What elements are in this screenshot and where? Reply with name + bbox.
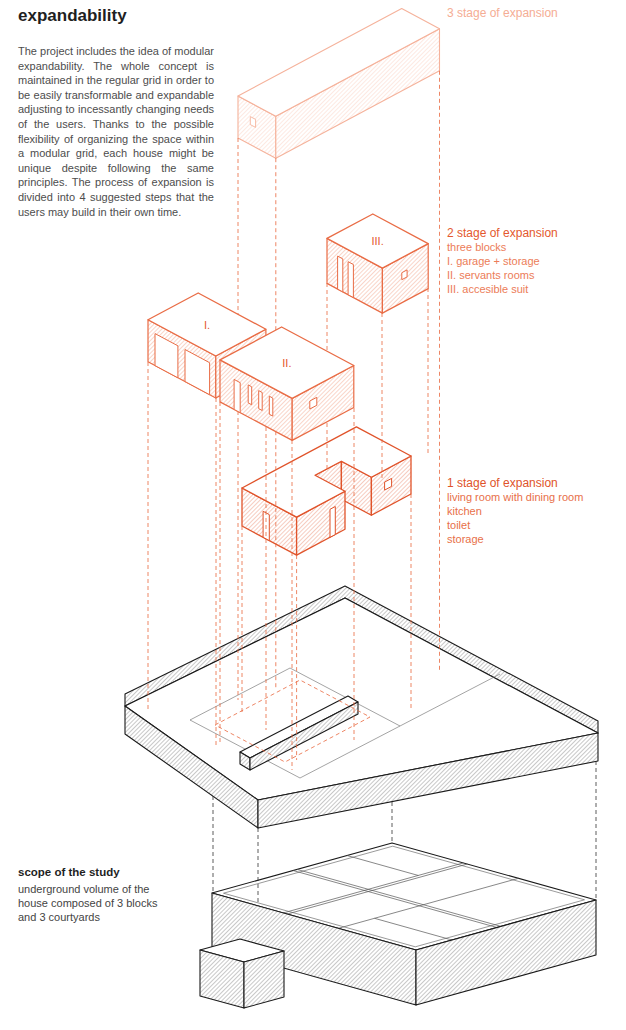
ground-slab-part: [125, 706, 258, 828]
stage-heading: 2 stage of expansion: [447, 226, 558, 240]
projection-lines-part: [296, 555, 297, 760]
block-face: [348, 261, 353, 297]
ground-slab-part: [400, 674, 500, 726]
stage-three-block: [238, 9, 440, 159]
stage-one-block: [242, 427, 411, 555]
block-number: II.: [282, 357, 291, 369]
stage-item: toilet: [447, 519, 470, 532]
ground-slab-part: [258, 733, 598, 828]
block-face: [259, 391, 263, 411]
block-outline: [324, 211, 431, 316]
stage-heading: 3 stage of expansion: [447, 6, 558, 20]
stage-three-block-part: [238, 9, 440, 117]
projection-lines: [213, 761, 596, 905]
stage-item: three blocks: [447, 241, 506, 254]
stage-one-block-part: [385, 478, 392, 490]
expansion-block: II.: [217, 324, 357, 443]
ground-slab-part: [190, 668, 400, 778]
projection-lines-part: [411, 494, 412, 710]
projection-lines: [148, 71, 440, 770]
stage-three-block-part: [250, 117, 255, 128]
underground-volume: [200, 843, 596, 1008]
projection-lines-part: [220, 402, 221, 745]
ground-slab: [125, 586, 598, 828]
underground-volume-part: [339, 878, 519, 928]
diagram-title: expandability: [18, 6, 127, 26]
block-number: I.: [204, 319, 210, 331]
projection-lines-part: [242, 526, 243, 715]
block-face: [185, 350, 210, 395]
underground-volume-part: [375, 918, 453, 940]
projection-lines-part: [392, 802, 393, 843]
ground-slab-part: [240, 696, 358, 758]
stage-item: kitchen: [447, 505, 482, 518]
block-face: [338, 256, 343, 292]
projection-lines-part: [213, 796, 214, 893]
underground-volume-part: [416, 900, 596, 1005]
underground-volume-part: [297, 869, 501, 926]
stage-item: I. garage + storage: [447, 255, 540, 268]
projection-lines-part: [216, 398, 217, 745]
stage-heading: 1 stage of expansion: [447, 476, 558, 490]
block-face: [248, 385, 252, 405]
block-face: [402, 269, 407, 279]
stage-item: III. accesible suit: [447, 283, 528, 296]
stage-item: storage: [447, 533, 484, 546]
block-face: [234, 379, 240, 412]
stage-one-block-part: [330, 507, 335, 538]
projection-lines-part: [382, 313, 383, 480]
block-number: III.: [372, 235, 384, 247]
block-outline: [217, 324, 357, 443]
underground-volume-part: [200, 950, 244, 1008]
block-face: [155, 334, 178, 378]
stage-one-block-part: [242, 427, 411, 517]
underground-volume-part: [283, 863, 463, 913]
scope-heading: scope of the study: [18, 866, 120, 880]
expansion-block: III.: [324, 211, 431, 316]
ground-slab-part: [250, 702, 358, 770]
underground-volume-part: [244, 951, 284, 1008]
description-text: The project includes the idea of modular…: [18, 44, 214, 219]
projection-lines-part: [258, 828, 259, 905]
underground-volume-part: [287, 864, 467, 914]
scope-text: underground volume of the house composed…: [18, 882, 168, 924]
projection-lines-part: [292, 440, 293, 770]
projection-lines-part: [148, 362, 149, 712]
projection-lines-part: [428, 288, 429, 455]
projection-lines-part: [238, 138, 239, 700]
block-face: [269, 396, 273, 416]
projection-lines-part: [596, 761, 597, 900]
stage-item: II. servants rooms: [447, 269, 534, 282]
underground-volume-part: [293, 871, 497, 928]
stage-item: living room with dining room: [447, 491, 583, 504]
underground-volume-part: [347, 856, 418, 876]
ground-slab-part: [240, 752, 250, 770]
projection-lines-part: [439, 71, 440, 670]
block-face: [310, 397, 317, 409]
projection-lines-part: [354, 408, 355, 740]
